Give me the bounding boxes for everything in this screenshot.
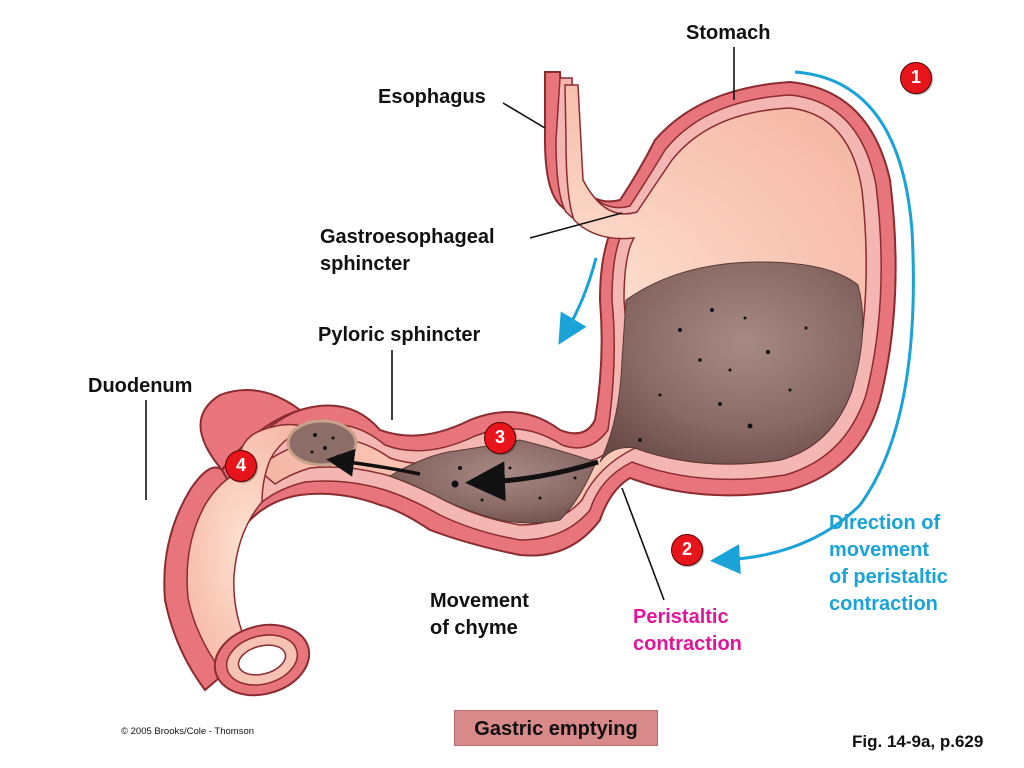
stomach-label: Stomach <box>686 22 771 44</box>
movement-of-chyme-label: Movement of chyme <box>430 590 529 639</box>
chyme-into-duodenum-arrow <box>326 448 421 477</box>
duodenum-label: Duodenum <box>88 375 193 397</box>
pyloric-sphincter-label: Pyloric sphincter <box>318 324 481 346</box>
step-badge-4: 4 <box>225 450 257 482</box>
step-badge-1: 1 <box>900 62 932 94</box>
step-badge-2: 2 <box>671 534 703 566</box>
copyright-notice: © 2005 Brooks/Cole - Thomson <box>121 726 255 737</box>
gastroesophageal-sphincter-leader <box>529 212 623 239</box>
gastroesophageal-flow-arrow <box>558 257 598 345</box>
esophagus-label: Esophagus <box>378 86 486 108</box>
chyme-movement-arrow <box>465 459 599 502</box>
duodenum-cut-end-opening <box>237 644 287 676</box>
duodenum-organ <box>163 389 358 697</box>
peristaltic-contraction-label: Peristaltic contraction <box>633 606 742 655</box>
figure-caption: Gastric emptying <box>454 710 658 746</box>
step-badge-3: 3 <box>484 422 516 454</box>
leader-lines <box>145 47 735 601</box>
chyme-particles <box>310 308 808 502</box>
peristalsis-direction-arrow <box>710 70 915 575</box>
direction-of-movement-label: Direction of movement of peristaltic con… <box>829 512 948 615</box>
figure-reference: Fig. 14-9a, p.629 <box>852 732 984 751</box>
peristaltic-contraction-leader <box>621 487 665 601</box>
gastroesophageal-sphincter-label: Gastroesophageal sphincter <box>320 226 495 275</box>
esophagus-leader <box>502 102 546 129</box>
stomach-organ <box>220 71 897 557</box>
stomach-chyme <box>599 261 864 465</box>
duodenum-chyme <box>286 419 358 467</box>
